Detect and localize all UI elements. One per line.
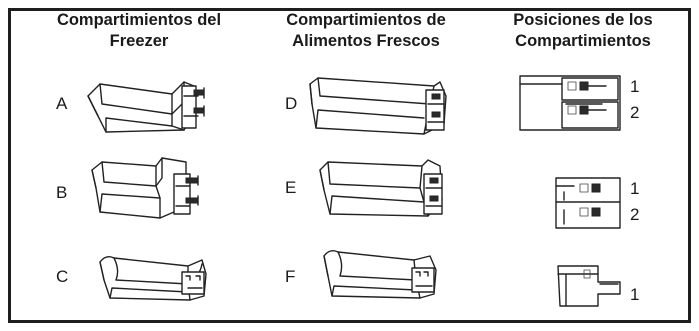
position-number: 2 (630, 103, 640, 122)
bin-label-c: C (56, 267, 69, 286)
header-fresh-line1: Compartimientos de (286, 11, 446, 29)
position-diagram-1 (557, 265, 621, 307)
header-freezer-line2: Freezer (109, 32, 169, 50)
bin-label-f: F (285, 267, 296, 286)
position-number: 2 (630, 205, 640, 224)
header-freezer: Compartimientos del Freezer (28, 10, 250, 52)
position-diagram-1-2 (519, 75, 621, 131)
freezer-bin-a-illustration (87, 81, 205, 133)
position-number: 1 (630, 285, 640, 304)
header-positions: Posiciones de los Compartimientos (488, 10, 678, 52)
header-fresh-line2: Alimentos Frescos (292, 32, 440, 50)
fresh-bin-f-illustration (323, 249, 437, 299)
bin-label-e: E (285, 178, 297, 197)
figure-frame (8, 8, 691, 323)
bin-label-b: B (56, 183, 68, 202)
header-fresh: Compartimientos de Alimentos Frescos (256, 10, 476, 52)
bin-label-a: A (56, 94, 68, 113)
position-number: 1 (630, 77, 640, 96)
bin-label-d: D (285, 94, 298, 113)
position-diagram-1-2-small (555, 177, 621, 229)
fresh-bin-e-illustration (319, 159, 443, 217)
header-positions-line2: Compartimientos (515, 32, 651, 50)
header-positions-line1: Posiciones de los (513, 11, 653, 29)
fresh-bin-d-illustration (309, 77, 447, 135)
freezer-bin-c-illustration (99, 255, 207, 301)
header-freezer-line1: Compartimientos del (56, 11, 222, 29)
position-number: 1 (630, 179, 640, 198)
freezer-bin-b-illustration (91, 157, 199, 219)
